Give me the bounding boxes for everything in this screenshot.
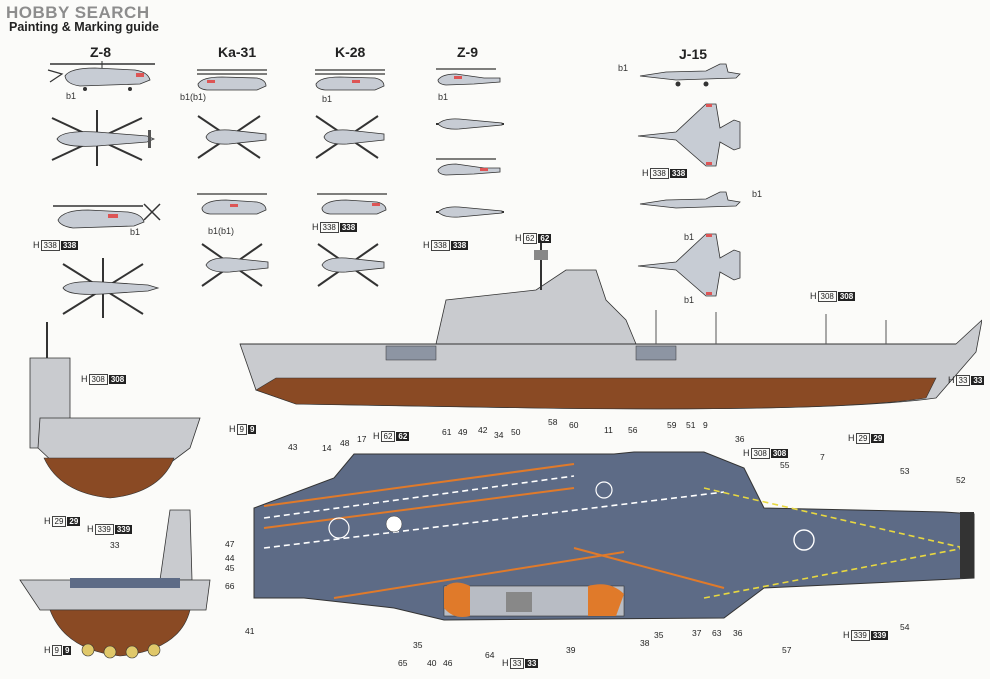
part-number: 56 (628, 425, 638, 435)
title-j15: J-15 (679, 46, 708, 62)
title-ka31: Ka-31 (218, 44, 257, 60)
z9-top2-drawing (436, 206, 504, 218)
part-number: 17 (357, 434, 367, 444)
part-number: 39 (566, 645, 576, 655)
title-z9: Z-9 (457, 44, 478, 60)
part-number: 33 (110, 540, 120, 550)
ka31-side2-drawing (197, 193, 267, 215)
k28-side-drawing (315, 69, 385, 91)
part-number: 41 (245, 626, 255, 636)
k28-side2-drawing (317, 193, 387, 215)
label-b1: b1 (322, 94, 333, 104)
part-number: 44 (225, 553, 235, 563)
part-number: 51 (686, 420, 696, 430)
part-number: 60 (569, 420, 579, 430)
part-number: 9 (703, 420, 708, 430)
label-b1: b1 (66, 91, 77, 101)
flight-deck-plan (253, 451, 975, 621)
label-b1-paren: b1(b1) (180, 92, 207, 102)
z8-top-drawing (51, 110, 156, 166)
part-number: 35 (413, 640, 423, 650)
label-b1: b1 (752, 189, 763, 199)
label-b1: b1 (684, 295, 695, 305)
part-number: 57 (782, 645, 792, 655)
carrier-stern-view (19, 509, 211, 659)
part-number: 59 (667, 420, 677, 430)
label-b1: b1 (618, 63, 629, 73)
part-number: 42 (478, 425, 488, 435)
label-b1: b1 (684, 232, 695, 242)
title-k28: K-28 (335, 44, 366, 60)
z9-side2-drawing (436, 158, 501, 176)
part-number: 47 (225, 539, 235, 549)
part-number: 34 (494, 430, 504, 440)
part-number: 35 (654, 630, 664, 640)
ka31-top-drawing (197, 115, 267, 159)
k28-top2-drawing (317, 243, 385, 287)
carrier-side-profile (239, 240, 982, 410)
ka31-top2-drawing (201, 243, 269, 287)
label-b1: b1 (130, 227, 141, 237)
title-z8: Z-8 (90, 44, 111, 60)
z9-side-drawing (436, 68, 501, 86)
part-number: 55 (780, 460, 790, 470)
j15-side-drawing (639, 63, 741, 87)
site-logo: HOBBY SEARCH (6, 3, 150, 22)
part-number: 45 (225, 563, 235, 573)
part-number: 7 (820, 452, 825, 462)
part-number: 52 (956, 475, 966, 485)
carrier-front-view (29, 322, 201, 499)
part-number: 37 (692, 628, 702, 638)
part-number: 61 (442, 427, 452, 437)
ka31-side-drawing (197, 69, 267, 91)
part-number: 58 (548, 417, 558, 427)
part-number: 14 (322, 443, 332, 453)
z9-top-drawing (436, 118, 504, 130)
part-number: 50 (511, 427, 521, 437)
part-number: 64 (485, 650, 495, 660)
label-b1-paren: b1(b1) (208, 226, 235, 236)
part-number: 54 (900, 622, 910, 632)
part-number: 38 (640, 638, 650, 648)
part-number: 63 (712, 628, 722, 638)
part-number: 48 (340, 438, 350, 448)
part-number: 46 (443, 658, 453, 668)
j15-top-drawing (637, 103, 741, 167)
label-b1: b1 (438, 92, 449, 102)
j15-top2-drawing (637, 233, 741, 297)
part-number: 40 (427, 658, 437, 668)
part-number: 36 (733, 628, 743, 638)
k28-top-drawing (315, 115, 385, 159)
page-subtitle: Painting & Marking guide (9, 20, 160, 34)
part-number: 53 (900, 466, 910, 476)
part-number: 65 (398, 658, 408, 668)
z8-top2-drawing (62, 258, 160, 318)
part-number: 49 (458, 427, 468, 437)
j15-side2-drawing (639, 191, 741, 209)
z8-side2-drawing (53, 203, 161, 229)
z8-side-drawing (47, 61, 155, 91)
part-number: 36 (735, 434, 745, 444)
part-number: 43 (288, 442, 298, 452)
part-number: 66 (225, 581, 235, 591)
part-number: 11 (604, 425, 613, 435)
